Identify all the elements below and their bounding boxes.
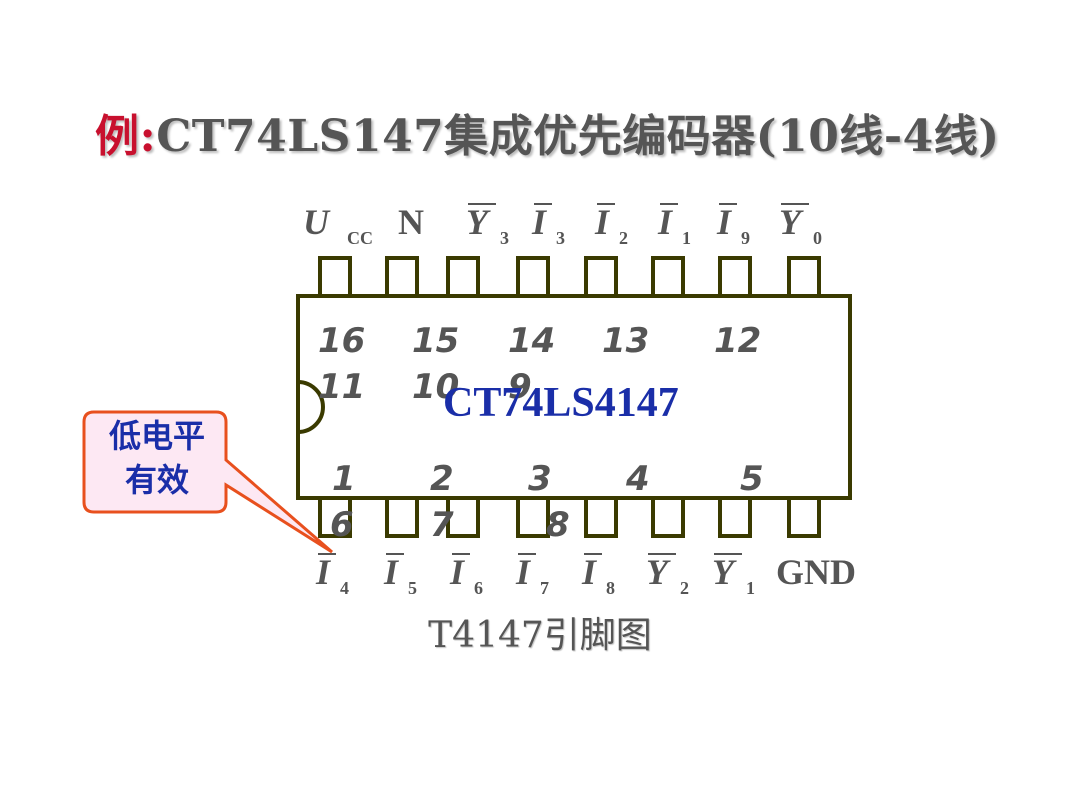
bottom-pin-label-8: GND [776, 552, 856, 592]
bottom-pin-label-sub-1: 4 [340, 578, 349, 598]
top-pin-label-main-3: Y [466, 202, 491, 242]
top-pin-box-7 [718, 256, 752, 298]
top-pin-label-main-7: I [716, 202, 733, 242]
top-pin-label-main-8: Y [779, 202, 804, 242]
bottom-pin-label-sub-6: 2 [680, 578, 689, 598]
callout-line-1: 低电平 [108, 417, 205, 455]
pin-number-3: 3 [528, 459, 552, 499]
pin-number-12: 12 [714, 321, 761, 361]
pin-number-8: 8 [546, 505, 570, 545]
top-pin-label-main-2: N [398, 202, 424, 242]
pin-number-5: 5 [740, 459, 764, 499]
top-pin-label-sub-7: 9 [741, 228, 750, 248]
top-pin-label-main-1: U [303, 202, 331, 242]
bottom-pin-label-sub-4: 7 [540, 578, 549, 598]
diagram-caption: T4147引脚图 [428, 615, 652, 656]
bottom-pin-box-7 [718, 496, 752, 538]
bottom-pin-label-main-3: I [449, 552, 466, 592]
bottom-pin-box-1 [318, 496, 352, 538]
pin-number-1: 1 [332, 459, 356, 499]
top-pin-label-1: U CC [303, 202, 373, 248]
pin-number-6: 6 [330, 505, 354, 545]
pin-number-9: 9 [508, 367, 532, 407]
chip-notch [297, 380, 325, 434]
bottom-pin-label-main-1: I [315, 552, 332, 592]
bottom-pin-label-sub-3: 6 [474, 578, 483, 598]
callout-bubble [82, 410, 333, 554]
bottom-pin-label-main-4: I [515, 552, 532, 592]
top-pin-box-2 [385, 256, 419, 298]
top-pin-boxes [318, 256, 821, 298]
title-text: CT74LS147集成优先编码器(10线-4线) [156, 111, 1000, 162]
bottom-pin-box-2 [385, 496, 419, 538]
chip-name: CT74LS4147 [443, 380, 679, 426]
pin-number-2: 2 [430, 459, 454, 499]
callout-text: 低电平 有效 [88, 414, 226, 502]
top-pin-box-6 [651, 256, 685, 298]
bottom-pin-box-6 [651, 496, 685, 538]
pin-number-7: 7 [430, 505, 454, 545]
bottom-pin-box-8 [787, 496, 821, 538]
pin-number-16: 16 [318, 321, 365, 361]
bottom-pin-box-5 [584, 496, 618, 538]
top-pin-label-main-6: I [657, 202, 674, 242]
callout-line-2: 有效 [124, 461, 189, 499]
bottom-pin-label-main-6: Y [646, 552, 671, 592]
bottom-pin-box-4 [516, 496, 550, 538]
top-pin-label-sub-1: CC [347, 228, 373, 248]
top-pin-label-main-4: I [531, 202, 548, 242]
bottom-pin-boxes [318, 496, 821, 538]
bottom-pin-label-sub-5: 8 [606, 578, 615, 598]
slide-title: 例:CT74LS147集成优先编码器(10线-4线) [95, 100, 1000, 164]
top-pin-label-2: N [398, 202, 424, 242]
chip-package [296, 294, 852, 500]
bottom-pin-label-sub-2: 5 [408, 578, 417, 598]
top-pin-box-4 [516, 256, 550, 298]
chip-body [296, 294, 852, 500]
top-pin-label-sub-5: 2 [619, 228, 628, 248]
bottom-pin-label-main-2: I [383, 552, 400, 592]
bottom-pin-label-sub-7: 1 [746, 578, 755, 598]
top-pin-label-main-5: I [594, 202, 611, 242]
top-pin-box-8 [787, 256, 821, 298]
top-pin-box-5 [584, 256, 618, 298]
title-prefix: 例: [95, 111, 157, 162]
top-pin-label-sub-8: 0 [813, 228, 822, 248]
pin-number-14: 14 [508, 321, 555, 361]
top-pin-label-sub-4: 3 [556, 228, 565, 248]
top-pin-box-1 [318, 256, 352, 298]
top-pin-box-3 [446, 256, 480, 298]
pin-number-10: 10 [412, 367, 459, 407]
bottom-pin-label-main-5: I [581, 552, 598, 592]
bottom-pin-label-main-7: Y [712, 552, 737, 592]
pin-number-13: 13 [602, 321, 649, 361]
bottom-pin-label-main-8: GND [776, 552, 856, 592]
pin-number-15: 15 [412, 321, 459, 361]
pin-number-11: 11 [318, 367, 365, 407]
pin-number-4: 4 [625, 459, 650, 499]
bottom-pin-box-3 [446, 496, 480, 538]
top-pin-label-sub-6: 1 [682, 228, 691, 248]
top-pin-label-sub-3: 3 [500, 228, 509, 248]
